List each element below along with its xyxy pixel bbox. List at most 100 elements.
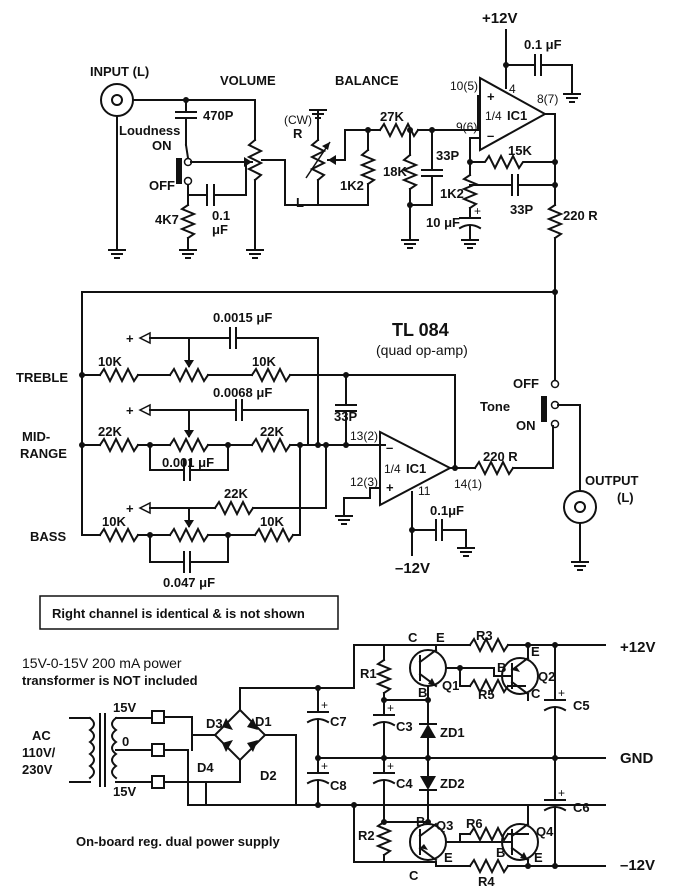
gnd-label: GND — [620, 750, 654, 767]
neg-label: –12V — [620, 857, 655, 874]
svg-text:+: + — [558, 686, 565, 700]
opamp-ic1-tone: – + 1/4 IC1 — [379, 430, 453, 507]
r2-label: R2 — [358, 828, 375, 843]
d1-label: D1 — [255, 714, 272, 729]
tone-switch[interactable] — [541, 379, 560, 429]
tone-on-label: ON — [516, 418, 536, 433]
terminal-bot — [151, 775, 165, 789]
r10k1-label: 10K — [98, 354, 122, 369]
svg-text:IC1: IC1 — [406, 461, 426, 476]
resistor-18k — [401, 153, 419, 191]
loudness-label: Loudness — [119, 123, 180, 138]
r1k2b-label: 1K2 — [440, 186, 464, 201]
d3-label: D3 — [206, 716, 223, 731]
q2-b-label: B — [497, 660, 506, 675]
q1-e-label: E — [436, 630, 445, 645]
r10k2-label: 10K — [252, 354, 276, 369]
c10u-label: 10 μF — [426, 215, 460, 230]
psu-caption: On-board reg. dual power supply — [76, 834, 280, 849]
transformer-icon — [69, 713, 118, 787]
c33p-a-label: 33P — [436, 148, 459, 163]
ground-icon — [562, 93, 582, 103]
volume-pot — [246, 138, 264, 182]
loudness-off-label: OFF — [149, 178, 175, 193]
ground-icon — [570, 561, 590, 571]
pin10-label: 10(5) — [450, 79, 478, 93]
svg-text:+: + — [474, 204, 481, 218]
ground-icon — [460, 239, 480, 249]
output-label-b: (L) — [617, 490, 634, 505]
loudness-switch[interactable] — [176, 157, 193, 186]
pin14-label: 14(1) — [454, 477, 482, 491]
tone-off-label: OFF — [513, 376, 539, 391]
pin4-label: 4 — [509, 82, 516, 96]
resistor-220r-tone — [473, 459, 515, 477]
resistor-r3 — [468, 636, 510, 654]
q1-label: Q1 — [442, 678, 459, 693]
q3-b-label: B — [416, 814, 425, 829]
q2-e-label: E — [531, 644, 540, 659]
q3-c-label: C — [409, 868, 419, 883]
svg-text:+: + — [487, 89, 495, 104]
treble-label: TREBLE — [16, 370, 68, 385]
input-jack-icon — [100, 83, 134, 117]
q2-c-label: C — [531, 686, 541, 701]
svg-text:1/4: 1/4 — [384, 462, 401, 476]
zener-zd1-icon — [420, 724, 436, 738]
terminal-top — [151, 710, 165, 724]
output-jack-icon — [563, 490, 597, 524]
c4-label: C4 — [396, 776, 413, 791]
q3-e-label: E — [444, 850, 453, 865]
arrow-icon — [138, 331, 151, 345]
r5-label: R5 — [478, 687, 495, 702]
resistor-22k-mid-in — [98, 436, 140, 454]
q4-e-label: E — [534, 850, 543, 865]
r27k-label: 27K — [380, 109, 404, 124]
opamp-ic1-preamp: + – 1/4 IC1 — [479, 76, 548, 152]
resistor-10k-bass-out — [253, 526, 295, 544]
v15-top-label: 15V — [113, 700, 136, 715]
pot-bass — [168, 526, 210, 544]
svg-text:–: – — [487, 128, 494, 143]
supply-top-label: +12V — [482, 10, 517, 27]
r10k3-label: 10K — [102, 514, 126, 529]
q2-label: Q2 — [538, 669, 555, 684]
tone-section: TREBLE MID- RANGE BASS TL 084 (quad op-a… — [16, 289, 639, 630]
transistor-q1-icon — [409, 648, 447, 688]
pin13-label: 13(2) — [350, 429, 378, 443]
arrow-icon — [138, 403, 151, 417]
svg-text:+: + — [558, 786, 565, 800]
r220a-label: 220 R — [563, 208, 598, 223]
bal-l-label: L — [296, 195, 304, 210]
c047-label: 0.047 μF — [163, 575, 215, 590]
power-supply-section: 15V-0-15V 200 mA power transformer is NO… — [22, 628, 655, 889]
c33p-tone-label: 33P — [334, 409, 357, 424]
arrow-icon — [138, 501, 151, 515]
resistor-4k7 — [179, 203, 197, 240]
svg-text:+: + — [321, 698, 328, 712]
resistor-r1 — [375, 658, 393, 695]
cw-label: (CW) — [284, 113, 312, 127]
q3-label: Q3 — [436, 818, 453, 833]
resistor-1k2-feedback — [461, 173, 479, 210]
zd2-label: ZD2 — [440, 776, 465, 791]
ac-label-1: AC — [32, 728, 51, 743]
q4-b-label: B — [496, 845, 505, 860]
ground-icon — [178, 249, 198, 259]
c0068-label: 0.0068 μF — [213, 385, 272, 400]
r6-label: R6 — [466, 816, 483, 831]
terminal-mid — [151, 743, 165, 757]
r1-label: R1 — [360, 666, 377, 681]
pin9-label: 9(6) — [456, 120, 477, 134]
resistor-15k — [469, 153, 556, 171]
r4k7-label: 4K7 — [155, 212, 179, 227]
svg-text:+: + — [126, 403, 134, 418]
c8-label: C8 — [330, 778, 347, 793]
r10k4-label: 10K — [260, 514, 284, 529]
resistor-22k-mid-out — [250, 436, 292, 454]
c3-label: C3 — [396, 719, 413, 734]
ground-icon — [456, 547, 476, 557]
svg-text:1/4: 1/4 — [485, 109, 502, 123]
preamp-section: INPUT (L) 470P Loudness ON OFF 4K7 — [90, 10, 598, 293]
